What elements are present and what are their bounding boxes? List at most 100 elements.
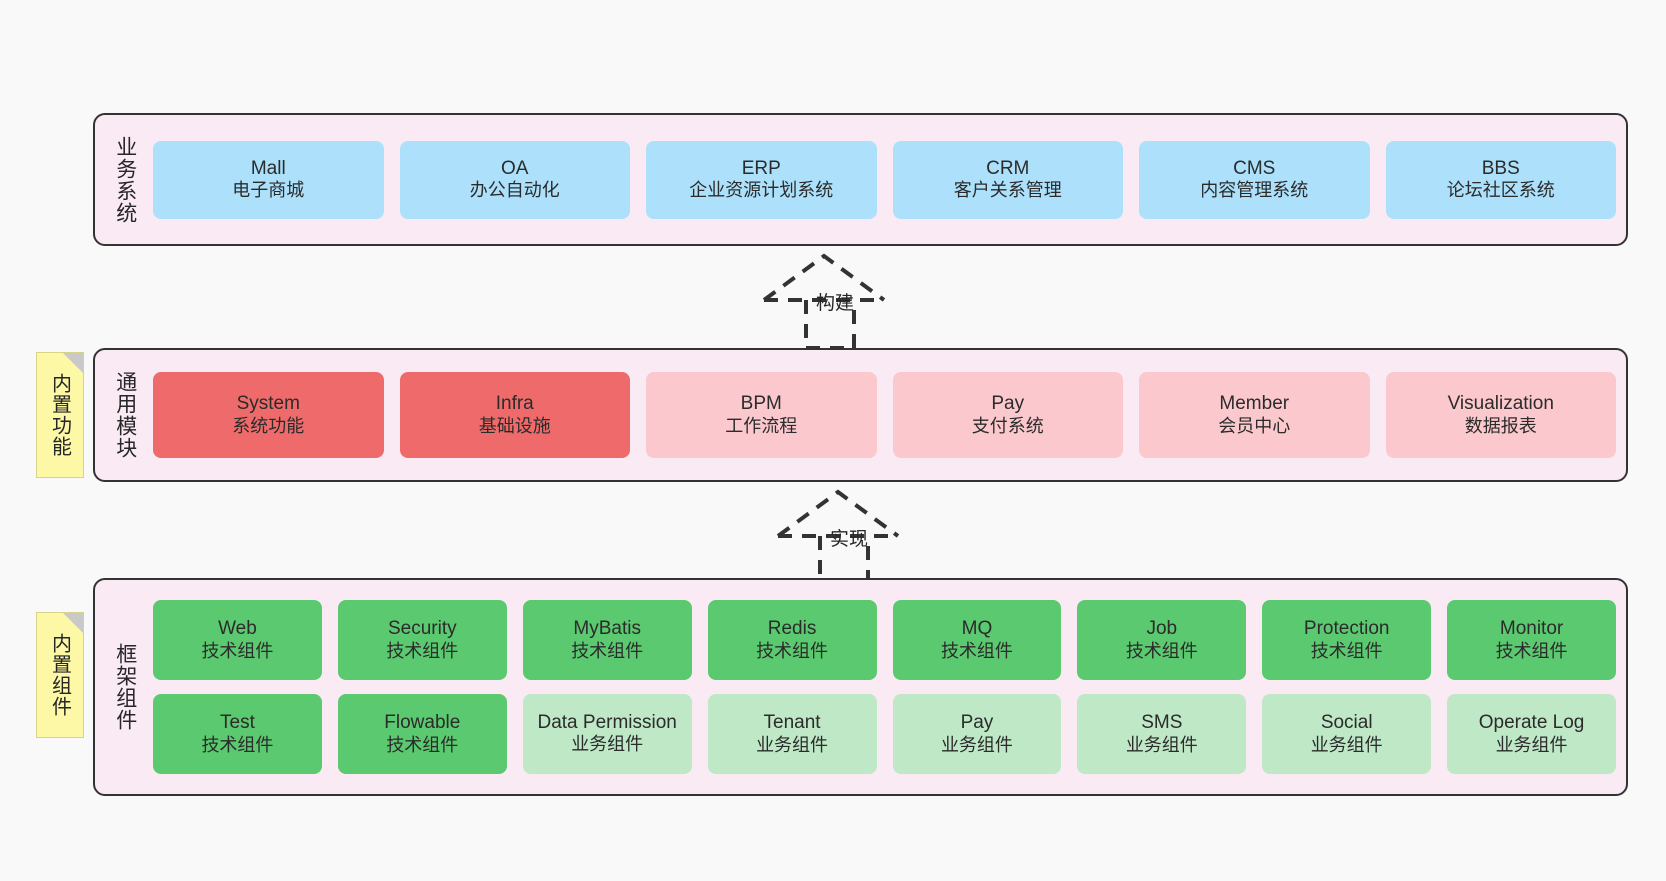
card-cn-label: 技术组件: [1310, 640, 1383, 661]
layer-title-common-modules: 通用模块: [113, 371, 137, 459]
card-row: Mall 电子商城 OA 办公自动化 ERP 企业资源计划系统 CRM 客户关系…: [153, 140, 1616, 219]
card-cn-label: 系统功能: [232, 415, 305, 436]
card-data-permission[interactable]: Data Permission 业务组件: [522, 694, 692, 774]
card-mall[interactable]: Mall 电子商城: [153, 140, 384, 219]
card-cn-label: 论坛社区系统: [1446, 180, 1555, 201]
card-erp[interactable]: ERP 企业资源计划系统: [646, 140, 877, 219]
card-en-label: CRM: [986, 157, 1030, 179]
card-row: Web 技术组件 Security 技术组件 MyBatis 技术组件 Redi…: [153, 600, 1616, 680]
card-job[interactable]: Job 技术组件: [1077, 600, 1247, 680]
card-en-label: System: [236, 393, 300, 415]
card-cn-label: 技术组件: [201, 734, 274, 755]
card-cn-label: 业务组件: [940, 734, 1013, 755]
connector-build-label: 构建: [816, 293, 855, 314]
card-sms[interactable]: SMS 业务组件: [1077, 694, 1247, 774]
connector-implement: 实现: [756, 484, 956, 594]
card-cn-label: 工作流程: [725, 415, 798, 436]
card-mq[interactable]: MQ 技术组件: [892, 600, 1062, 680]
card-en-label: Web: [218, 618, 257, 640]
card-flowable[interactable]: Flowable 技术组件: [337, 694, 507, 774]
card-social[interactable]: Social 业务组件: [1262, 694, 1432, 774]
layer-framework-components: 框架组件 Web 技术组件 Security 技术组件 MyBatis 技术组件…: [93, 578, 1628, 796]
connector-implement-label: 实现: [830, 529, 869, 550]
card-infra[interactable]: Infra 基础设施: [399, 372, 630, 458]
card-en-label: Flowable: [384, 712, 461, 734]
card-test[interactable]: Test 技术组件: [153, 694, 322, 774]
card-protection[interactable]: Protection 技术组件: [1262, 600, 1432, 680]
card-cn-label: 技术组件: [1495, 640, 1568, 661]
card-cn-label: 会员中心: [1218, 415, 1291, 436]
card-security[interactable]: Security 技术组件: [337, 600, 507, 680]
note-builtin-functions: 内置功能: [36, 352, 84, 478]
card-en-label: BBS: [1481, 157, 1520, 179]
card-cn-label: 业务组件: [1495, 734, 1568, 755]
card-cn-label: 内容管理系统: [1200, 180, 1309, 201]
layer-title-business-systems: 业务系统: [113, 135, 137, 224]
card-mybatis[interactable]: MyBatis 技术组件: [522, 600, 692, 680]
card-en-label: CMS: [1233, 157, 1276, 179]
card-row: System 系统功能 Infra 基础设施 BPM 工作流程 Pay 支付系统…: [153, 372, 1616, 458]
card-cn-label: 技术组件: [571, 640, 644, 661]
card-cn-label: 技术组件: [386, 640, 459, 661]
card-en-label: ERP: [741, 157, 781, 179]
card-cn-label: 业务组件: [1310, 734, 1383, 755]
card-visualization[interactable]: Visualization 数据报表: [1385, 372, 1616, 458]
card-bbs[interactable]: BBS 论坛社区系统: [1385, 140, 1616, 219]
card-row: Test 技术组件 Flowable 技术组件 Data Permission …: [153, 694, 1616, 774]
card-cn-label: 办公自动化: [469, 180, 560, 201]
card-web[interactable]: Web 技术组件: [153, 600, 322, 680]
card-en-label: Pay: [960, 712, 994, 734]
card-cn-label: 业务组件: [571, 734, 644, 755]
layer-body-common-modules: System 系统功能 Infra 基础设施 BPM 工作流程 Pay 支付系统…: [145, 358, 1616, 472]
card-member[interactable]: Member 会员中心: [1139, 372, 1370, 458]
card-cms[interactable]: CMS 内容管理系统: [1139, 140, 1370, 219]
layer-business-systems: 业务系统 Mall 电子商城 OA 办公自动化 ERP 企业资源计划系统 CRM…: [93, 113, 1628, 246]
card-system[interactable]: System 系统功能: [153, 372, 384, 458]
note-builtin-components: 内置组件: [36, 612, 84, 738]
card-en-label: Test: [220, 712, 255, 734]
connector-build: 构建: [742, 248, 942, 358]
card-en-label: Mall: [250, 157, 286, 179]
card-cn-label: 支付系统: [971, 415, 1044, 436]
card-cn-label: 技术组件: [756, 640, 829, 661]
card-en-label: Data Permission: [537, 711, 677, 733]
card-crm[interactable]: CRM 客户关系管理: [892, 140, 1123, 219]
card-en-label: Member: [1219, 393, 1290, 415]
card-redis[interactable]: Redis 技术组件: [707, 600, 877, 680]
card-en-label: Security: [387, 618, 457, 640]
card-operate-log[interactable]: Operate Log 业务组件: [1447, 694, 1616, 774]
card-pay-module[interactable]: Pay 支付系统: [892, 372, 1123, 458]
card-monitor[interactable]: Monitor 技术组件: [1447, 600, 1616, 680]
card-cn-label: 企业资源计划系统: [689, 180, 834, 201]
card-cn-label: 技术组件: [940, 640, 1013, 661]
card-en-label: MQ: [961, 618, 993, 640]
card-en-label: Social: [1320, 712, 1373, 734]
layer-common-modules: 通用模块 System 系统功能 Infra 基础设施 BPM 工作流程 Pay…: [93, 348, 1628, 482]
card-en-label: Redis: [767, 618, 817, 640]
layer-body-business-systems: Mall 电子商城 OA 办公自动化 ERP 企业资源计划系统 CRM 客户关系…: [145, 123, 1616, 236]
card-en-label: Tenant: [763, 712, 821, 734]
note-label: 内置功能: [48, 373, 71, 457]
card-cn-label: 数据报表: [1464, 415, 1537, 436]
card-cn-label: 电子商城: [232, 180, 305, 201]
card-cn-label: 技术组件: [1125, 640, 1198, 661]
card-en-label: Job: [1146, 618, 1178, 640]
card-tenant[interactable]: Tenant 业务组件: [707, 694, 877, 774]
card-en-label: Operate Log: [1478, 712, 1585, 734]
card-en-label: MyBatis: [573, 618, 641, 640]
card-cn-label: 技术组件: [386, 734, 459, 755]
card-bpm[interactable]: BPM 工作流程: [646, 372, 877, 458]
card-cn-label: 基础设施: [478, 415, 551, 436]
card-cn-label: 业务组件: [756, 734, 829, 755]
card-en-label: SMS: [1141, 712, 1183, 734]
card-pay-component[interactable]: Pay 业务组件: [892, 694, 1062, 774]
card-oa[interactable]: OA 办公自动化: [399, 140, 630, 219]
card-cn-label: 业务组件: [1125, 734, 1198, 755]
layer-title-framework-components: 框架组件: [113, 643, 137, 731]
card-en-label: Monitor: [1499, 618, 1564, 640]
card-cn-label: 技术组件: [201, 640, 274, 661]
card-en-label: Infra: [495, 393, 534, 415]
card-en-label: BPM: [740, 393, 782, 415]
card-en-label: Protection: [1303, 618, 1390, 640]
